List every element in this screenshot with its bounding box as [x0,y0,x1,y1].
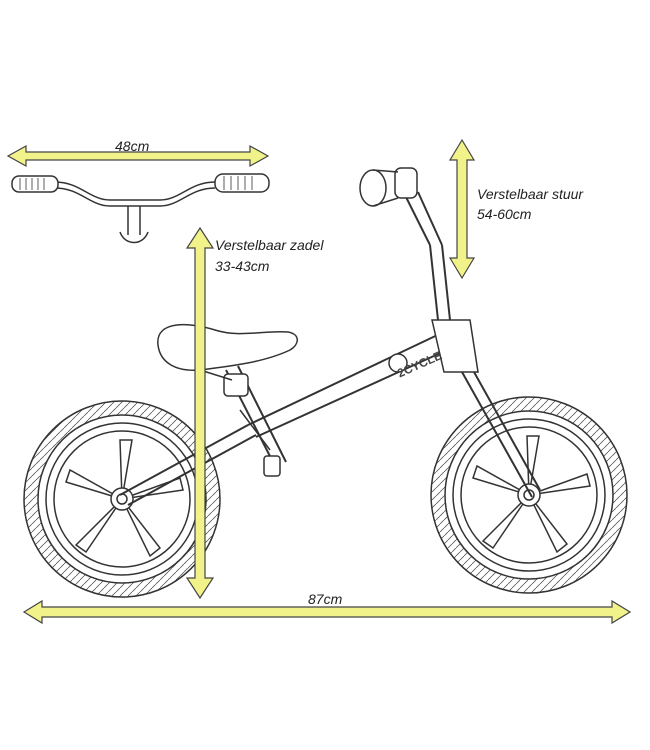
arrow-total-length [22,599,632,625]
double-arrow-icon [6,144,270,168]
brand-logo: 2CYCLE [395,348,444,380]
handlebar-width-label: 48cm [115,138,150,154]
saddle-height-label: Verstelbaar zadel [215,237,324,253]
balance-bike-illustration [23,167,628,598]
front-wheel [430,396,628,594]
arrow-handlebar-height [448,138,476,280]
double-arrow-icon [185,226,215,600]
double-arrow-icon [22,599,632,625]
handlebar-height-range: 54-60cm [477,206,532,222]
handlebar-height-label: Verstelbaar stuur [477,186,584,202]
handlebar-illustration [11,173,270,244]
arrow-handlebar-width [6,144,270,168]
saddle-height-range: 33-43cm [215,258,270,274]
arrow-saddle-height [185,226,215,600]
rear-wheel [23,400,221,598]
double-arrow-icon [448,138,476,280]
total-length-label: 87cm [308,591,343,607]
